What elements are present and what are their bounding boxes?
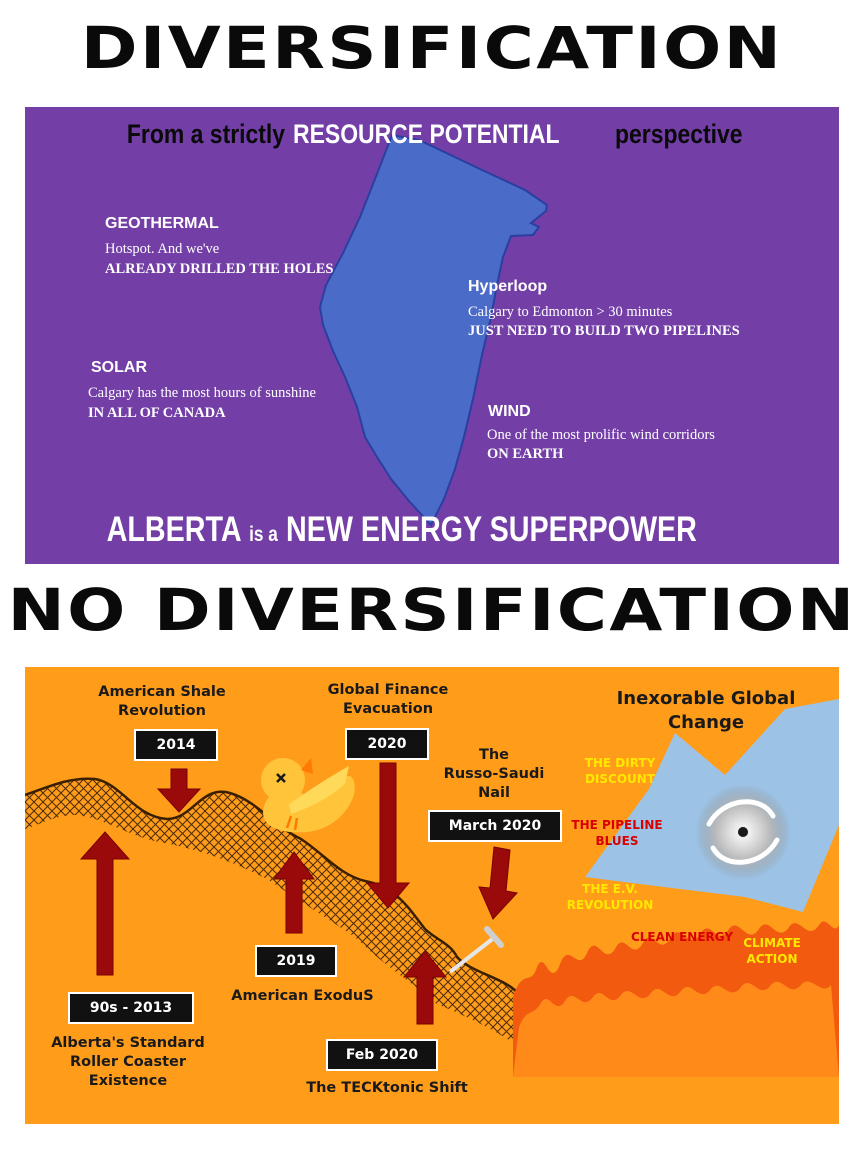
hurricane-icon — [695, 784, 791, 880]
heading-no-diversification: NO DIVERSIFICATION — [7, 576, 857, 644]
geothermal-line1: Hotspot. And we've — [105, 241, 220, 257]
year-box-march-2020: March 2020 — [428, 810, 562, 842]
scene-artwork — [25, 699, 839, 1077]
year-box-feb-2020: Feb 2020 — [326, 1039, 438, 1071]
wind-line2: ON EARTH — [487, 446, 564, 462]
caption-feb-2020: The TECKtonic Shift — [306, 1080, 468, 1096]
solar-line2: IN ALL OF CANADA — [88, 405, 226, 421]
hyperloop-line2: JUST NEED TO BUILD TWO PIPELINES — [468, 323, 740, 339]
geothermal-title: GEOTHERMAL — [105, 215, 219, 232]
dead-bird-icon — [261, 758, 355, 833]
year-box-2019: 2019 — [255, 945, 337, 977]
footer-is-a: is a — [249, 523, 279, 546]
year-box-2014: 2014 — [134, 729, 218, 761]
year-box-2020: 2020 — [345, 728, 429, 760]
fire-icon — [513, 921, 839, 1077]
caption-2019: American ExoduS — [231, 988, 374, 1004]
title-part-1: From a strictly — [126, 119, 285, 149]
arrow-march-down — [478, 846, 518, 920]
geothermal-line2: ALREADY DRILLED THE HOLES — [105, 261, 334, 277]
roller-coaster-icon — [25, 778, 519, 1047]
arrow-2020-down — [365, 762, 411, 909]
force-clean-energy: CLEAN ENERGY — [630, 930, 734, 944]
arrow-2019-up — [273, 851, 315, 934]
heading-diversification: DIVERSIFICATION — [80, 14, 784, 82]
year-box-90s-2013: 90s - 2013 — [68, 992, 194, 1024]
panel-title: From a strictly RESOURCE POTENTIAL persp… — [25, 119, 839, 150]
nail-icon — [448, 926, 504, 974]
footer-superpower: NEW ENERGY SUPERPOWER — [285, 510, 697, 549]
force-ev-revolution: THE E.V.REVOLUTION — [566, 882, 654, 912]
hyperloop-title: Hyperloop — [468, 278, 548, 295]
title-part-3: perspective — [615, 119, 743, 149]
alberta-map-icon — [318, 133, 549, 527]
hyperloop-line1: Calgary to Edmonton > 30 minutes — [468, 304, 673, 320]
solar-title: SOLAR — [91, 359, 147, 376]
solar-line1: Calgary has the most hours of sunshine — [88, 385, 316, 401]
arrow-2014-down — [156, 768, 202, 813]
arrow-feb-up — [402, 950, 448, 1025]
panel-footer: ALBERTA is a NEW ENERGY SUPERPOWER — [25, 510, 839, 550]
title-part-2: RESOURCE POTENTIAL — [293, 119, 560, 149]
wind-title: WIND — [488, 403, 531, 420]
wind-line1: One of the most prolific wind corridors — [487, 427, 715, 443]
footer-alberta: ALBERTA — [106, 510, 242, 549]
diversification-panel: From a strictly RESOURCE POTENTIAL persp… — [25, 107, 839, 564]
arrow-90s-up — [79, 831, 131, 976]
